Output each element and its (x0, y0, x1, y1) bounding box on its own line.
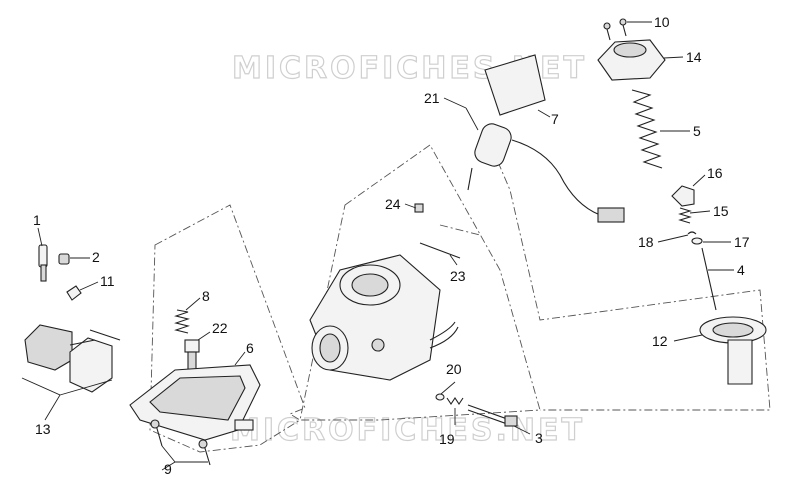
clip-part (687, 231, 697, 235)
callout-15: 15 (713, 203, 729, 219)
carburetor-body-part (309, 254, 459, 381)
callout-4: 4 (737, 262, 745, 278)
actuator-group-outline (439, 224, 481, 236)
float-part (24, 324, 121, 393)
main-jet-part (38, 244, 48, 282)
callout-23: 23 (450, 268, 466, 284)
pilot-jet-part (58, 253, 70, 265)
needle-spring-part (678, 207, 692, 224)
callout-16: 16 (707, 165, 723, 181)
callout-11: 11 (100, 273, 115, 289)
washer-part (691, 237, 703, 245)
callout-20: 20 (446, 361, 462, 377)
callout-21: 21 (424, 90, 440, 106)
callout-1: 1 (33, 212, 41, 228)
callout-13: 13 (35, 421, 51, 437)
float-needle-spring-part (174, 309, 190, 334)
idle-jet-part (66, 285, 82, 301)
callout-22: 22 (212, 320, 228, 336)
mixture-screw-part (467, 404, 518, 427)
callout-17: 17 (734, 234, 750, 250)
bowl-screws-part (150, 419, 211, 466)
slide-spring-part (631, 89, 663, 169)
vacuum-slide-part (699, 316, 767, 385)
pin-part (419, 242, 461, 259)
leader-lines (21, 21, 734, 471)
needle-valve-part (184, 339, 200, 375)
callout-3: 3 (535, 430, 543, 446)
callout-12: 12 (652, 333, 668, 349)
callout-7: 7 (551, 111, 559, 127)
mixture-spring-part (446, 397, 464, 405)
callout-10: 10 (654, 14, 670, 30)
oring-part (435, 393, 445, 401)
needle-group-outline (497, 161, 771, 411)
callout-14: 14 (686, 49, 702, 65)
callout-2: 2 (92, 249, 100, 265)
cover-screws-part (603, 18, 627, 41)
choke-actuator-part (467, 54, 625, 223)
jet-needle-part (701, 247, 717, 311)
bracket-screw-part (414, 203, 424, 213)
callout-5: 5 (693, 123, 701, 139)
callout-6: 6 (246, 340, 254, 356)
callout-18: 18 (638, 234, 654, 250)
callout-8: 8 (202, 288, 210, 304)
float-bowl-part (129, 364, 261, 441)
diaphragm-cover-part (597, 39, 666, 81)
callout-9: 9 (164, 461, 172, 477)
callout-24: 24 (385, 196, 401, 212)
needle-retainer-part (671, 185, 695, 207)
callout-19: 19 (439, 431, 455, 447)
